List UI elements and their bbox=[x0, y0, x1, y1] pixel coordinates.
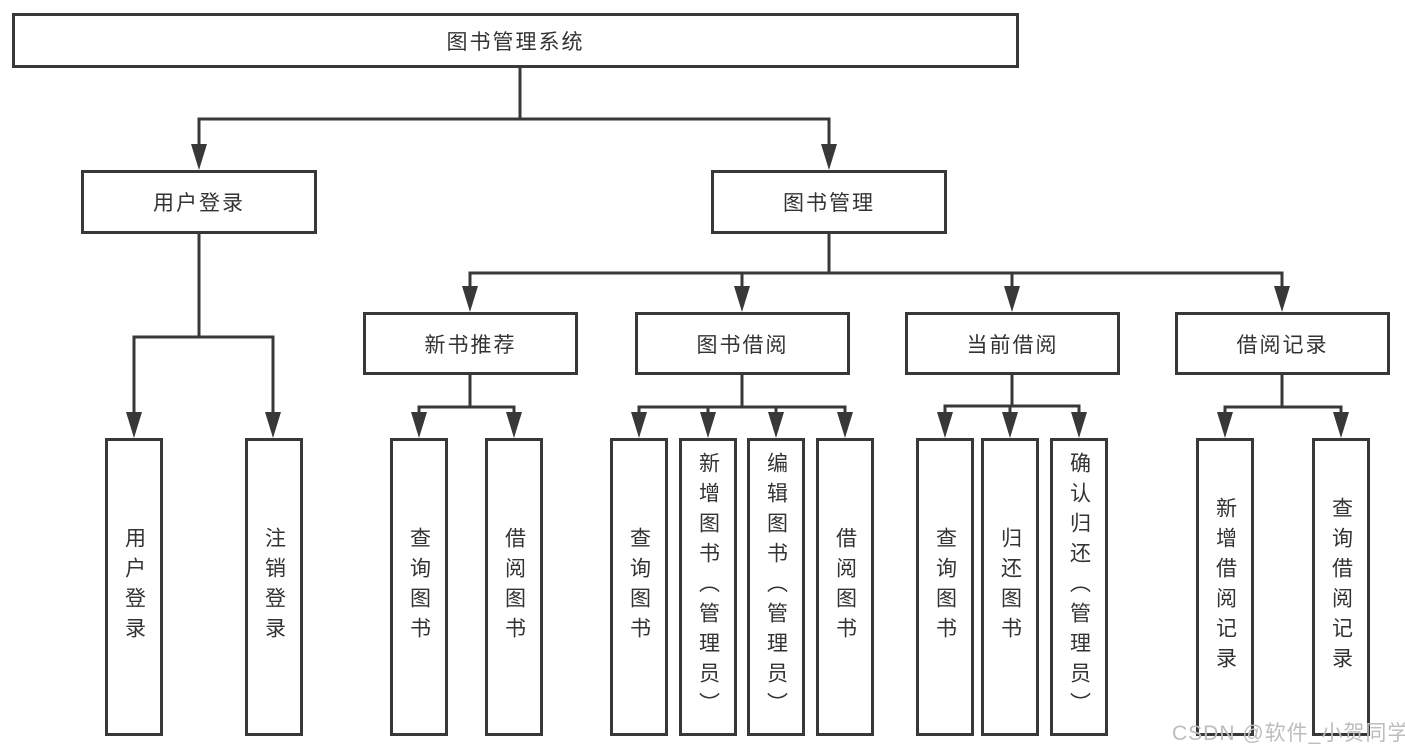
leaf-logout: 注销登录 bbox=[245, 438, 303, 736]
leaf-newbook-query: 查询图书 bbox=[390, 438, 448, 736]
leaf-borrow-borrow-label: 借阅图书 bbox=[833, 527, 857, 647]
leaf-borrow-edit-admin: 编辑图书（管理员） bbox=[747, 438, 805, 736]
leaf-current-query: 查询图书 bbox=[916, 438, 974, 736]
leaf-newbook-query-label: 查询图书 bbox=[407, 527, 431, 647]
arrowheads bbox=[126, 144, 1349, 438]
node-new-book-recommend: 新书推荐 bbox=[363, 312, 578, 375]
leaf-newbook-borrow-label: 借阅图书 bbox=[502, 527, 526, 647]
node-book-borrow-label: 图书借阅 bbox=[696, 333, 789, 357]
leaf-borrow-add-admin-label: 新增图书（管理员） bbox=[696, 452, 720, 722]
node-system-root-label: 图书管理系统 bbox=[446, 30, 585, 54]
node-user-login: 用户登录 bbox=[81, 170, 317, 234]
node-system-root: 图书管理系统 bbox=[12, 13, 1019, 68]
node-borrow-record-label: 借阅记录 bbox=[1236, 333, 1329, 357]
leaf-borrow-add-admin: 新增图书（管理员） bbox=[679, 438, 737, 736]
leaf-record-query: 查询借阅记录 bbox=[1312, 438, 1370, 736]
leaf-user-login: 用户登录 bbox=[105, 438, 163, 736]
node-book-management-label: 图书管理 bbox=[783, 192, 875, 215]
leaf-record-add-label: 新增借阅记录 bbox=[1213, 497, 1237, 677]
leaf-current-return-label: 归还图书 bbox=[998, 527, 1022, 647]
watermark-text: CSDN @软件_小贺同学 bbox=[1172, 722, 1405, 745]
leaf-newbook-borrow: 借阅图书 bbox=[485, 438, 543, 736]
leaf-borrow-borrow: 借阅图书 bbox=[816, 438, 874, 736]
leaf-logout-label: 注销登录 bbox=[262, 527, 286, 647]
leaf-current-return: 归还图书 bbox=[981, 438, 1039, 736]
node-current-borrow-label: 当前借阅 bbox=[966, 333, 1059, 357]
leaf-record-add: 新增借阅记录 bbox=[1196, 438, 1254, 736]
leaf-current-query-label: 查询图书 bbox=[933, 527, 957, 647]
leaf-record-query-label: 查询借阅记录 bbox=[1329, 497, 1353, 677]
node-current-borrow: 当前借阅 bbox=[905, 312, 1120, 375]
leaf-current-confirm-admin: 确认归还（管理员） bbox=[1050, 438, 1108, 736]
node-user-login-label: 用户登录 bbox=[153, 192, 245, 215]
leaf-borrow-query: 查询图书 bbox=[610, 438, 668, 736]
leaf-current-confirm-admin-label: 确认归还（管理员） bbox=[1067, 452, 1091, 722]
node-borrow-record: 借阅记录 bbox=[1175, 312, 1390, 375]
node-book-borrow: 图书借阅 bbox=[635, 312, 850, 375]
leaf-borrow-query-label: 查询图书 bbox=[627, 527, 651, 647]
node-book-management: 图书管理 bbox=[711, 170, 947, 234]
node-new-book-recommend-label: 新书推荐 bbox=[424, 333, 517, 357]
leaf-user-login-label: 用户登录 bbox=[122, 527, 146, 647]
leaf-borrow-edit-admin-label: 编辑图书（管理员） bbox=[764, 452, 788, 722]
